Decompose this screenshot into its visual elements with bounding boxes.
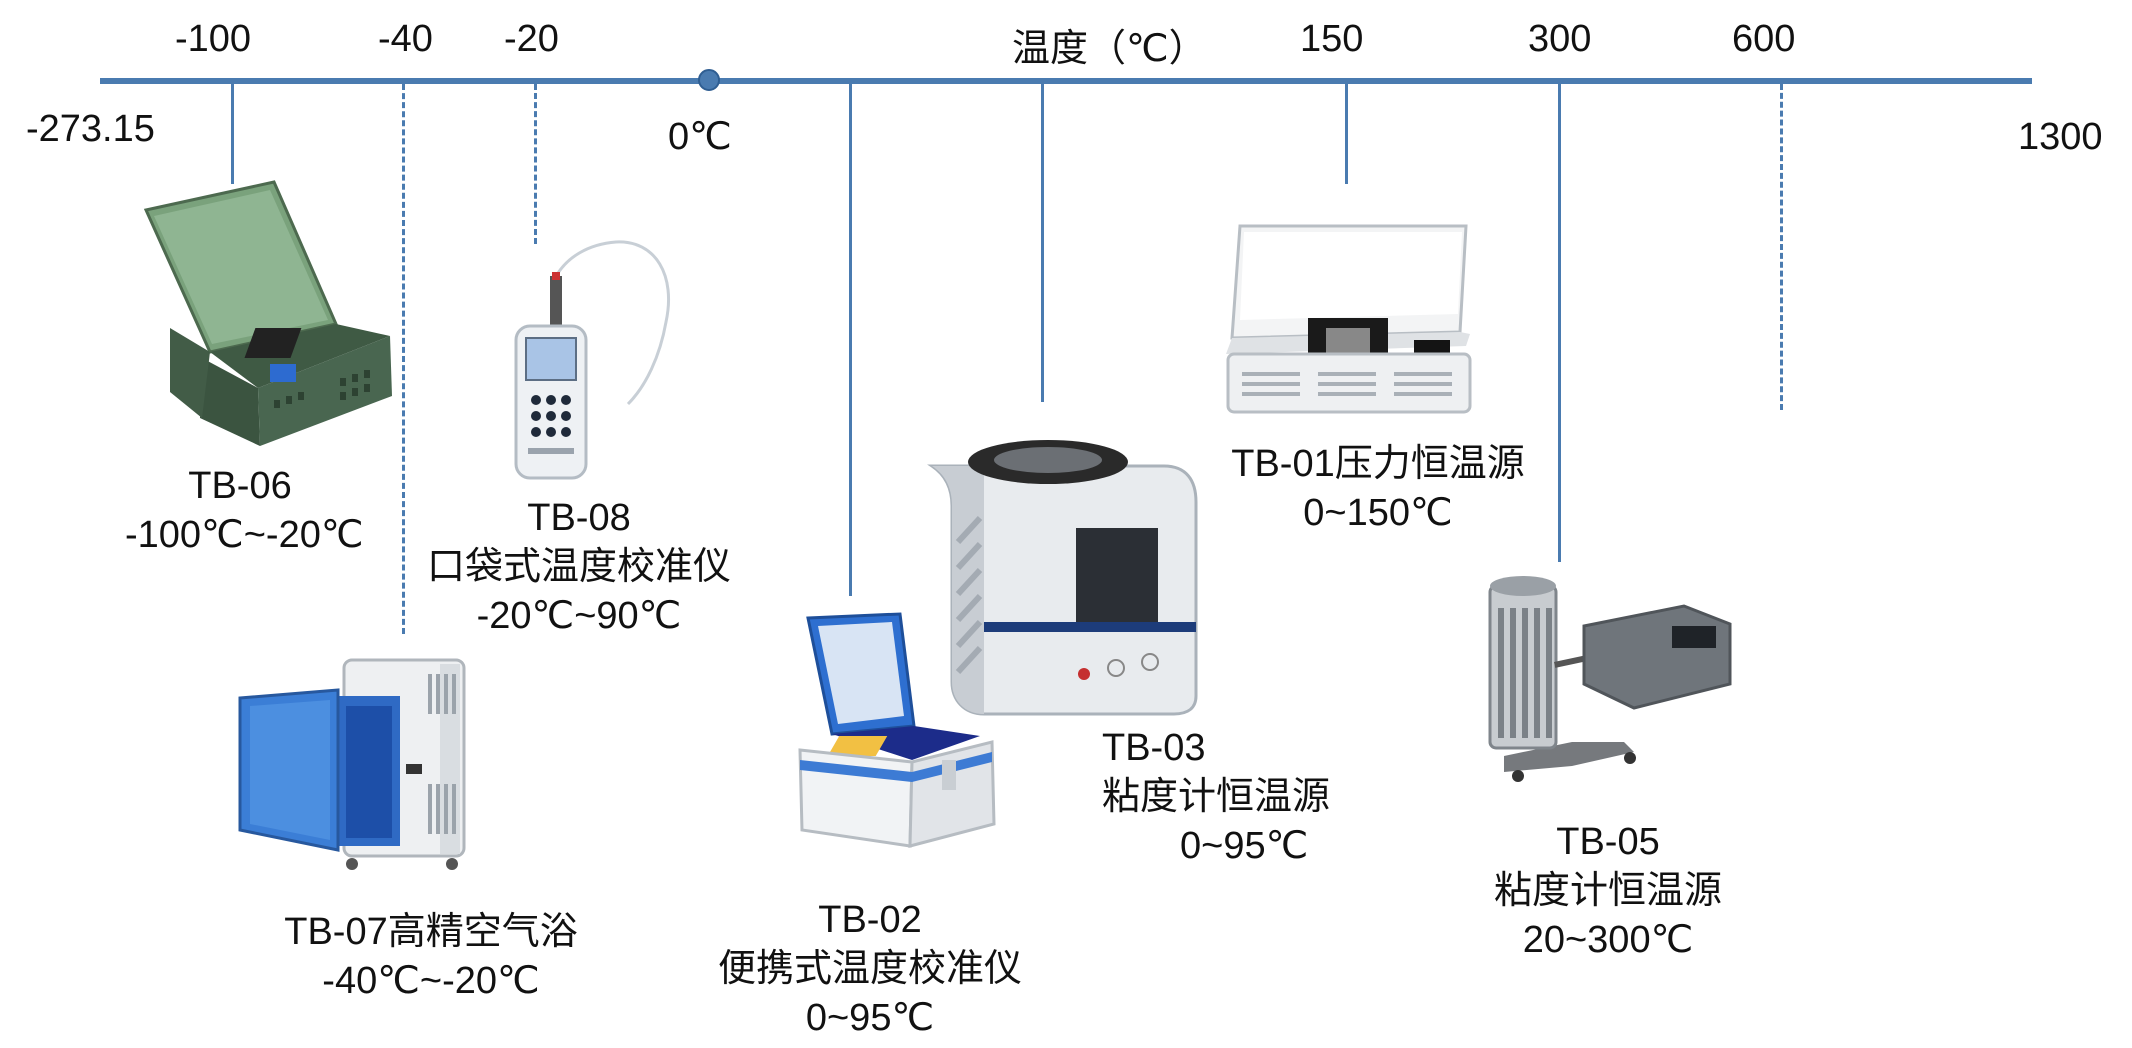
device-model: TB-02 [818,899,922,941]
tick-line-150 [1345,84,1348,184]
viscometer-bath-icon [927,440,1198,716]
tick-line-minus100 [231,84,234,184]
device-model: TB-07高精空气浴 [284,911,578,953]
device-range: -20℃~90℃ [476,595,682,637]
device-range: -100℃~-20℃ [125,514,364,556]
device-model: TB-08 [527,497,631,539]
handheld-calibrator-icon [514,240,671,480]
tick-label-minus100: -100 [175,18,252,60]
device-label-tb05: TB-05 粘度计恒温源 20~300℃ [1448,818,1768,965]
tick-line-600 [1780,84,1783,410]
tick-line-minus40 [402,84,405,634]
axis-title: 温度（℃） [1012,28,1207,70]
device-label-tb06: TB-06 -100℃~-20℃ [125,462,364,560]
device-name: 口袋式温度校准仪 [426,546,731,588]
green-cold-bath-icon [143,180,392,446]
tick-label-minus40: -40 [378,18,433,60]
axis-end-label: 1300 [2018,116,2103,158]
device-range: 20~300℃ [1522,919,1694,961]
portable-bath-icon [798,612,996,848]
device-label-tb07: TB-07高精空气浴 -40℃~-20℃ [256,908,606,1006]
device-label-tb02: TB-02 便携式温度校准仪 0~95℃ [700,896,1040,1043]
tick-line-minus20 [534,84,537,244]
device-label-tb03: TB-03 粘度计恒温源 0~95℃ [1102,724,1372,871]
device-name: 粘度计恒温源 [1102,776,1331,818]
tick-line-300 [1558,84,1561,562]
tick-label-minus20: -20 [504,18,559,60]
axis-zero-label: 0℃ [668,116,732,158]
axis-start-label: -273.15 [26,108,155,150]
device-range: 0~95℃ [1180,825,1309,867]
tick-line-tb03 [1041,84,1044,402]
device-model: TB-01压力恒温源 [1231,443,1525,485]
device-model: TB-05 [1556,821,1660,863]
tick-line-tb02 [849,84,852,596]
device-model: TB-03 [1102,727,1206,769]
pressure-bath-icon [1226,224,1472,414]
tick-label-300: 300 [1528,18,1592,60]
device-label-tb01: TB-01压力恒温源 0~150℃ [1218,440,1538,538]
air-bath-cabinet-icon [238,658,466,870]
tick-label-150: 150 [1300,18,1364,60]
temperature-axis-line [100,78,2032,84]
device-name: 粘度计恒温源 [1493,870,1722,912]
dry-block-furnace-icon [1488,576,1732,782]
zero-marker-dot [698,69,720,91]
tick-label-600: 600 [1732,18,1796,60]
device-model: TB-06 [188,465,292,507]
device-name: 便携式温度校准仪 [717,948,1022,990]
device-label-tb08: TB-08 口袋式温度校准仪 -20℃~90℃ [414,494,744,641]
device-range: 0~150℃ [1303,492,1453,534]
device-range: -40℃~-20℃ [322,960,540,1002]
device-range: 0~95℃ [805,997,935,1039]
